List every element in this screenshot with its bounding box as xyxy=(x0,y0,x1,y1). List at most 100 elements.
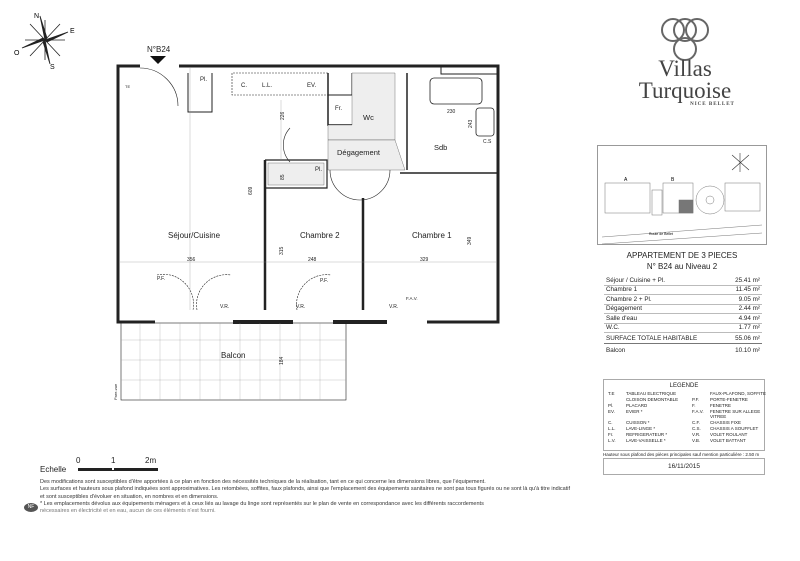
fixture-pf2: P.F. xyxy=(320,278,328,284)
surface-name: Salle d'eau xyxy=(604,313,726,324)
fixture-fav: F.A.V. xyxy=(406,296,418,301)
road-label: Route de Bellet xyxy=(649,232,673,236)
total-value: 55.06 m² xyxy=(725,332,762,344)
legend-code: C. xyxy=(608,420,613,425)
apartment-number: N° B24 au Niveau 2 xyxy=(646,262,718,271)
balcon-row: Balcon 10.10 m² xyxy=(604,344,762,357)
nf-badge-logo: NF xyxy=(24,503,38,512)
room-wc: Wc xyxy=(363,113,374,122)
scale-label: Echelle xyxy=(40,465,67,474)
legend-text: EVIER * xyxy=(626,409,643,414)
legend-code: F.A.V. xyxy=(692,409,704,414)
legend-code: Pl. xyxy=(608,403,614,408)
legend-text: PLACARD xyxy=(626,403,648,408)
dim-248: 248 xyxy=(308,257,317,263)
legend-text: FENETRE SUR ALLEGE VITREE xyxy=(710,409,761,419)
dim-315: 315 xyxy=(279,246,285,255)
surface-value: 9.05 m² xyxy=(725,294,762,305)
note-line: Les surfaces et hauteurs sous plafond in… xyxy=(40,486,571,493)
dim-85: 85 xyxy=(280,174,286,180)
dim-243: 243 xyxy=(468,119,474,128)
compass-o: O xyxy=(14,50,20,57)
surface-table: Séjour / Cuisine + Pl.25.41 m² Chambre 1… xyxy=(604,276,762,356)
legend-code: C.F. xyxy=(692,420,701,425)
room-sdb: Sdb xyxy=(434,143,447,152)
floor-plan: N°B24 Séjour/Cuisine Chambre 2 Chambre 1… xyxy=(113,45,500,401)
legend-text: VOLET BATTANT xyxy=(710,438,746,443)
entrance-arrow-icon xyxy=(150,56,166,64)
compass-s: S xyxy=(50,64,55,70)
surface-value: 2.44 m² xyxy=(725,304,762,314)
legend-text: CHASSIS A SOUFFLET xyxy=(710,426,759,431)
surface-value: 25.41 m² xyxy=(725,276,762,286)
fixture-frigo: Fr. xyxy=(335,106,342,112)
room-degagement: Dégagement xyxy=(337,148,381,157)
legend-code: V.R. xyxy=(692,432,701,437)
fixture-te: TE xyxy=(125,84,130,89)
site-plan: A B Route de Bellet xyxy=(597,145,767,245)
dim-226: 226 xyxy=(280,111,286,120)
legend-code: C.S. xyxy=(692,426,701,431)
legend-code xyxy=(608,397,626,402)
legend-code: L.L. xyxy=(608,426,616,431)
scale-tick-0: 0 xyxy=(76,456,81,465)
compass-rose-icon: N E S O xyxy=(14,13,75,70)
legend-code: F. xyxy=(692,403,696,408)
table-row: Séjour / Cuisine + Pl.25.41 m² xyxy=(604,276,762,286)
logo-monogram-icon xyxy=(661,18,709,61)
lot-label: N°B24 xyxy=(147,45,171,54)
legend-code: V.B. xyxy=(692,438,701,443)
legend-code: L.V. xyxy=(608,438,616,443)
room-chambre1: Chambre 1 xyxy=(412,231,452,240)
fixture-vr2: V.R. xyxy=(296,304,305,310)
logo-line3: NICE BELLET xyxy=(690,102,735,107)
fixture-cs: C.S xyxy=(483,139,492,145)
table-row: Chambre 2 + Pl.9.05 m² xyxy=(604,294,762,305)
dim-356: 356 xyxy=(187,257,196,263)
apartment-type: APPARTEMENT DE 3 PIECES xyxy=(626,251,738,260)
legend-text: REFRIGERATEUR * xyxy=(626,432,668,437)
legend-text: CHASSIS FIXE xyxy=(710,420,742,425)
legend-text: CUISSON * xyxy=(626,420,650,425)
legend-code: P.F. xyxy=(692,397,700,402)
legend-title: LEGENDE xyxy=(669,383,699,389)
legend-text: VOLET ROULANT xyxy=(710,432,748,437)
dim-349: 349 xyxy=(467,236,473,245)
note-line: * Les emplacements dévolus aux équipemen… xyxy=(40,500,484,507)
compass-n: N xyxy=(34,13,39,20)
surface-value: 1.77 m² xyxy=(725,323,762,333)
fixture-vr1: V.R. xyxy=(220,304,229,310)
scale-tick-2: 2m xyxy=(145,456,157,465)
legend-code: T.E xyxy=(608,391,615,396)
legend-text: LAVE-LINGE * xyxy=(626,426,656,431)
legend-text: TABLEAU ELECTRIQUE xyxy=(626,391,677,396)
dim-609: 609 xyxy=(248,186,254,195)
dim-329: 329 xyxy=(420,257,429,263)
table-row: W.C.1.77 m² xyxy=(604,323,762,333)
fixture-pf1: P.F. xyxy=(157,276,165,282)
dim-184: 184 xyxy=(279,356,285,365)
balcon-name: Balcon xyxy=(606,346,626,354)
fixture-evier: EV. xyxy=(307,83,316,89)
legend-code xyxy=(692,391,710,396)
total-name: SURFACE TOTALE HABITABLE xyxy=(604,332,726,344)
fixture-pl: Pl. xyxy=(200,77,207,83)
balcon-value: 10.10 m² xyxy=(735,346,760,354)
legend-code: Fr. xyxy=(608,432,614,437)
legend-text: PORTE-FENETRE xyxy=(710,397,748,402)
fixture-cuisson: C. xyxy=(241,83,247,89)
logo-line2: Turquoise xyxy=(638,78,732,103)
legend-text: FENETRE xyxy=(710,403,732,408)
fixture-pl2: Pl. xyxy=(315,167,322,173)
fixture-lave-linge: L.L. xyxy=(262,83,272,89)
building-a-label: A xyxy=(624,177,628,183)
scale-tick-1: 1 xyxy=(111,456,116,465)
compass-e: E xyxy=(70,28,75,35)
surface-value: 11.45 m² xyxy=(725,285,762,295)
logo-line1: Villas xyxy=(658,56,712,81)
